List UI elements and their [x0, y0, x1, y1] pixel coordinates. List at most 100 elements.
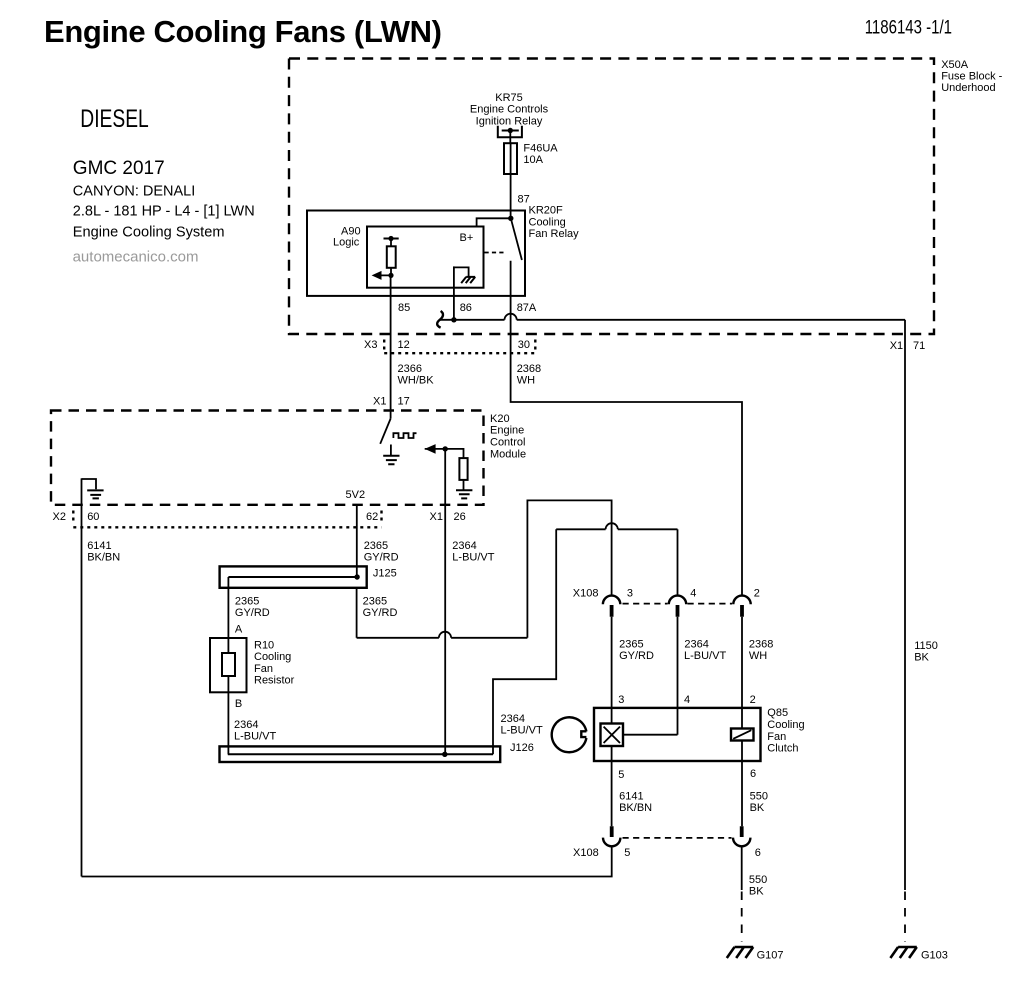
svg-text:2364: 2364	[452, 540, 476, 552]
svg-text:K20: K20	[490, 413, 510, 425]
svg-text:X108: X108	[573, 587, 599, 599]
svg-text:2365: 2365	[363, 595, 387, 607]
svg-text:CANYON: DENALI: CANYON: DENALI	[73, 183, 195, 199]
svg-text:550: 550	[749, 874, 767, 886]
svg-text:5: 5	[618, 769, 624, 781]
svg-text:71: 71	[913, 340, 925, 352]
svg-text:BK: BK	[749, 886, 764, 898]
svg-text:L-BU/VT: L-BU/VT	[452, 551, 494, 563]
svg-text:X1: X1	[890, 340, 903, 352]
svg-text:62: 62	[366, 511, 378, 523]
svg-text:R10: R10	[254, 639, 274, 651]
svg-text:Fan Relay: Fan Relay	[529, 228, 580, 240]
svg-text:2364: 2364	[234, 719, 258, 731]
svg-text:BK: BK	[750, 802, 765, 814]
svg-text:KR75: KR75	[495, 92, 523, 104]
svg-text:GY/RD: GY/RD	[363, 607, 398, 619]
svg-text:Fan: Fan	[767, 731, 786, 743]
svg-text:WH: WH	[749, 650, 767, 662]
svg-text:WH: WH	[517, 374, 535, 386]
svg-text:87: 87	[518, 193, 530, 205]
svg-text:X1: X1	[373, 396, 386, 408]
svg-text:GY/RD: GY/RD	[364, 551, 399, 563]
svg-text:F46UA: F46UA	[523, 143, 558, 155]
svg-text:Control: Control	[490, 437, 525, 449]
svg-text:L-BU/VT: L-BU/VT	[234, 730, 276, 742]
svg-text:GY/RD: GY/RD	[235, 607, 270, 619]
svg-text:X1: X1	[430, 511, 443, 523]
svg-text:B: B	[235, 698, 242, 710]
svg-text:6: 6	[750, 768, 756, 780]
svg-text:550: 550	[750, 791, 768, 803]
svg-text:2364: 2364	[684, 639, 708, 651]
svg-text:86: 86	[460, 302, 472, 314]
svg-text:17: 17	[398, 396, 410, 408]
svg-text:6141: 6141	[619, 791, 643, 803]
svg-text:X3: X3	[364, 339, 377, 351]
svg-text:2364: 2364	[501, 713, 525, 725]
svg-text:Engine Controls: Engine Controls	[470, 104, 549, 116]
svg-text:26: 26	[454, 511, 466, 523]
svg-text:Resistor: Resistor	[254, 675, 295, 687]
svg-text:A: A	[235, 623, 243, 635]
svg-text:85: 85	[398, 302, 410, 314]
svg-text:J126: J126	[510, 742, 534, 754]
svg-text:1150: 1150	[914, 640, 938, 652]
svg-text:Underhood: Underhood	[941, 82, 995, 94]
svg-text:GMC 2017: GMC 2017	[73, 158, 165, 179]
svg-text:2365: 2365	[619, 639, 643, 651]
svg-text:12: 12	[398, 339, 410, 351]
svg-text:Ignition Relay: Ignition Relay	[476, 115, 543, 127]
svg-text:2366: 2366	[398, 363, 422, 375]
svg-text:6: 6	[755, 847, 761, 859]
svg-text:automecanico.com: automecanico.com	[73, 248, 199, 265]
svg-text:BK: BK	[914, 651, 929, 663]
svg-text:Q85: Q85	[767, 707, 788, 719]
svg-text:BK/BN: BK/BN	[619, 802, 652, 814]
svg-text:2365: 2365	[235, 595, 259, 607]
svg-text:GY/RD: GY/RD	[619, 650, 654, 662]
svg-text:Engine Cooling System: Engine Cooling System	[73, 224, 225, 240]
svg-text:G107: G107	[757, 949, 784, 961]
svg-text:2368: 2368	[517, 363, 541, 375]
svg-text:2368: 2368	[749, 639, 773, 651]
svg-text:5: 5	[624, 847, 630, 859]
svg-text:4: 4	[690, 587, 696, 599]
svg-text:30: 30	[518, 339, 530, 351]
svg-text:60: 60	[87, 511, 99, 523]
svg-text:2.8L - 181 HP - L4 - [1] LWN: 2.8L - 181 HP - L4 - [1] LWN	[73, 204, 255, 220]
svg-text:5V2: 5V2	[346, 489, 366, 501]
svg-text:DIESEL: DIESEL	[80, 104, 148, 132]
svg-text:3: 3	[627, 587, 633, 599]
svg-text:Cooling: Cooling	[254, 651, 291, 663]
svg-text:10A: 10A	[523, 154, 543, 166]
svg-text:BK/BN: BK/BN	[87, 551, 120, 563]
svg-text:X108: X108	[573, 847, 599, 859]
svg-text:Fuse Block -: Fuse Block -	[941, 70, 1002, 82]
svg-text:2: 2	[750, 694, 756, 706]
svg-text:X2: X2	[53, 511, 66, 523]
svg-text:X50A: X50A	[941, 59, 969, 71]
svg-text:WH/BK: WH/BK	[398, 374, 435, 386]
svg-text:Engine: Engine	[490, 425, 524, 437]
svg-text:L-BU/VT: L-BU/VT	[501, 724, 543, 736]
svg-text:Clutch: Clutch	[767, 743, 798, 755]
svg-text:1186143 -1/1: 1186143 -1/1	[865, 17, 952, 38]
svg-text:2: 2	[754, 587, 760, 599]
svg-text:Engine Cooling Fans (LWN): Engine Cooling Fans (LWN)	[44, 14, 442, 49]
svg-text:Cooling: Cooling	[529, 216, 566, 228]
svg-text:Cooling: Cooling	[767, 719, 804, 731]
svg-text:87A: 87A	[517, 302, 537, 314]
svg-text:3: 3	[618, 694, 624, 706]
svg-text:G103: G103	[921, 949, 948, 961]
svg-text:6141: 6141	[87, 540, 111, 552]
svg-text:Logic: Logic	[333, 237, 360, 249]
svg-text:B+: B+	[460, 232, 474, 244]
svg-text:4: 4	[684, 694, 690, 706]
svg-text:A90: A90	[341, 225, 361, 237]
svg-text:KR20F: KR20F	[529, 205, 564, 217]
svg-text:Fan: Fan	[254, 663, 273, 675]
svg-text:Module: Module	[490, 448, 526, 460]
svg-text:L-BU/VT: L-BU/VT	[684, 650, 726, 662]
svg-text:J125: J125	[373, 568, 397, 580]
